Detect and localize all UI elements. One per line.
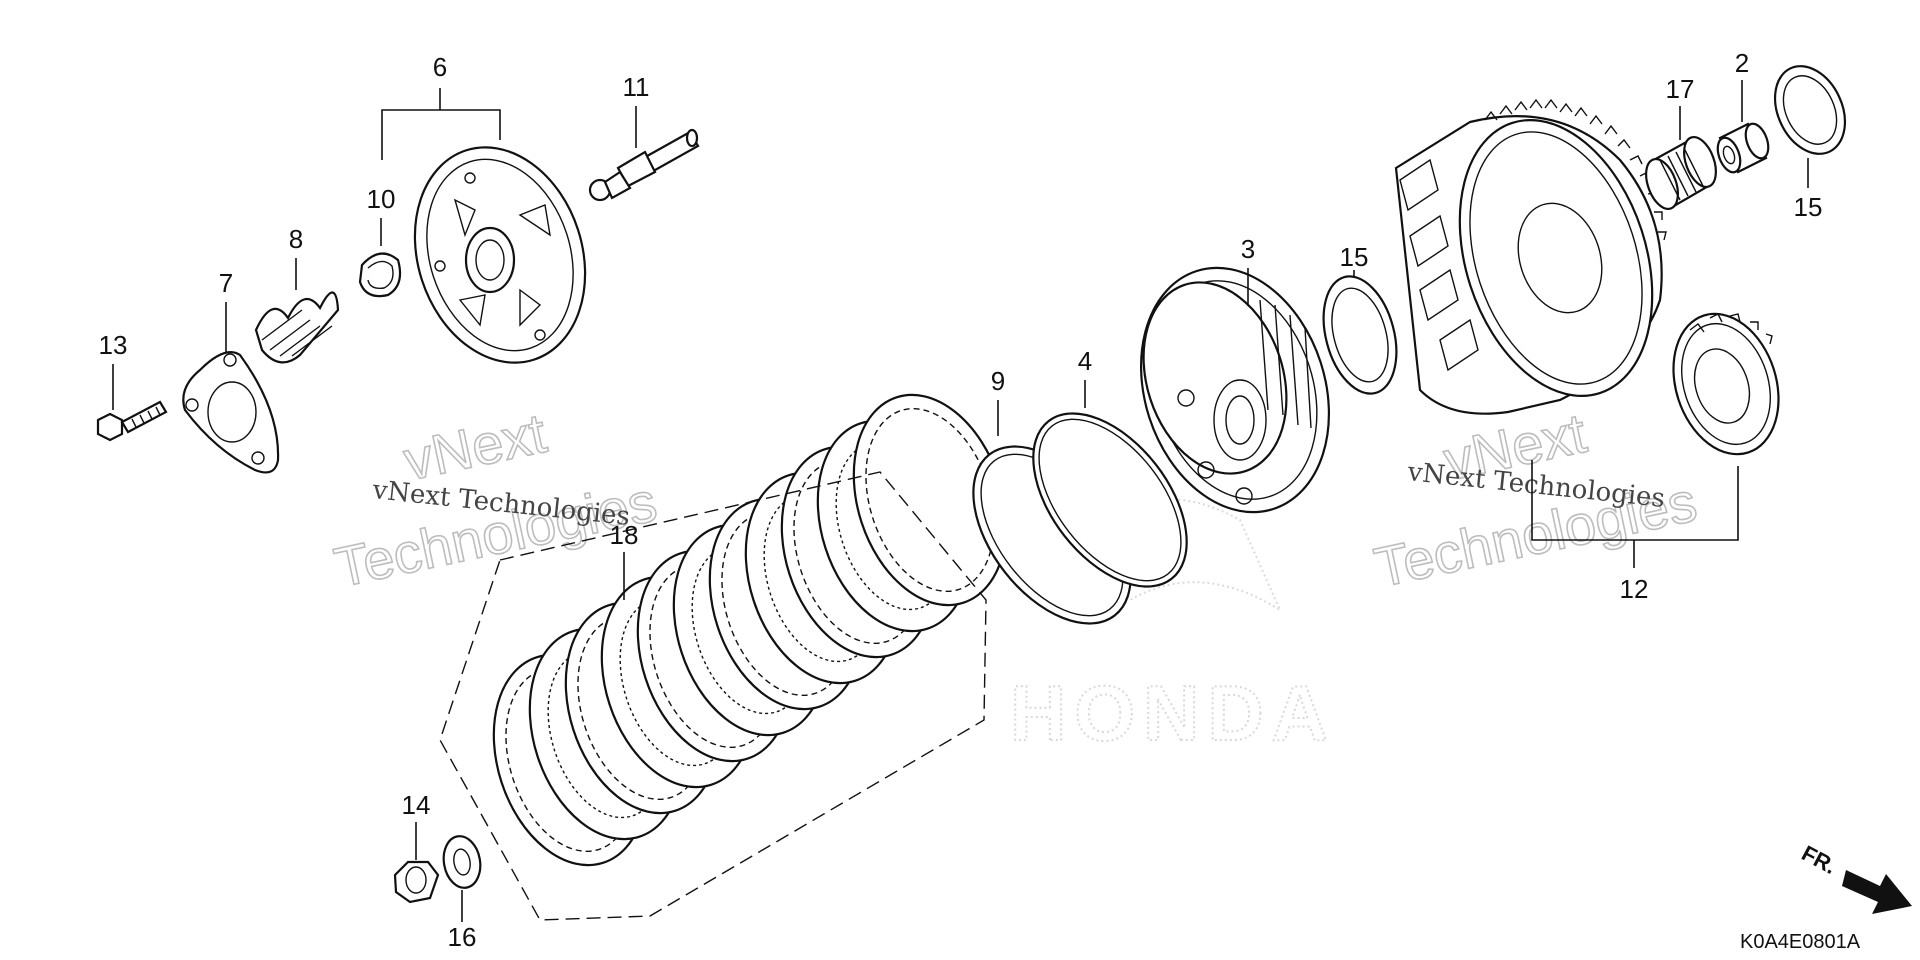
front-arrow-icon (1842, 870, 1912, 914)
callout-15-top: 15 (1794, 192, 1823, 222)
part-2-collar (1716, 122, 1770, 174)
part-3-clutch-center (1139, 266, 1331, 514)
part-15-thrust-washer-middle (1322, 275, 1398, 395)
part-14-nut (393, 860, 440, 904)
part-8-spring (254, 291, 340, 364)
part-12-clutch-outer (1394, 98, 1667, 415)
callout-11: 11 (623, 72, 650, 102)
part-6-pressure-plate (413, 146, 587, 364)
watermark-left-line1: vNext (398, 401, 552, 492)
bracket-6 (381, 109, 501, 160)
callout-17: 17 (1666, 74, 1695, 104)
callout-13-bolt: 13 (99, 330, 128, 360)
front-label: FR. (1798, 840, 1841, 879)
part-11-lifter-rod (588, 128, 700, 202)
part-12-primary-gear (1672, 312, 1780, 456)
part-7-plate (182, 351, 280, 474)
callout-9: 9 (991, 366, 1005, 396)
part-18-clutch-plates (492, 393, 1008, 867)
callout-8: 8 (289, 224, 303, 254)
part-4-ring (1032, 412, 1188, 588)
bracket-12 (1531, 460, 1739, 541)
part-13-bolt (96, 400, 168, 442)
bracket-18 (439, 471, 987, 921)
callout-14: 14 (402, 790, 431, 820)
callout-2: 2 (1735, 48, 1749, 78)
callout-4: 4 (1078, 346, 1092, 376)
honda-watermark-text: HONDA (1010, 669, 1336, 757)
callout-7: 7 (219, 268, 233, 298)
callout-16: 16 (448, 922, 477, 952)
callout-18: 18 (610, 520, 639, 550)
part-17-needle-bearing (1645, 136, 1717, 210)
honda-watermark: HONDA (1009, 498, 1336, 758)
front-direction-indicator: FR. (1798, 840, 1912, 914)
callout-10: 10 (367, 184, 396, 214)
callout-15-middle: 15 (1340, 242, 1369, 272)
part-10-circlip (358, 252, 402, 298)
diagram-code: K0A4E0801A (1740, 931, 1861, 953)
callout-12: 12 (1620, 574, 1649, 604)
callout-6: 6 (433, 52, 447, 82)
part-16-washer (442, 835, 482, 889)
part-15-thrust-washer-top (1773, 65, 1847, 155)
callout-3: 3 (1241, 234, 1255, 264)
